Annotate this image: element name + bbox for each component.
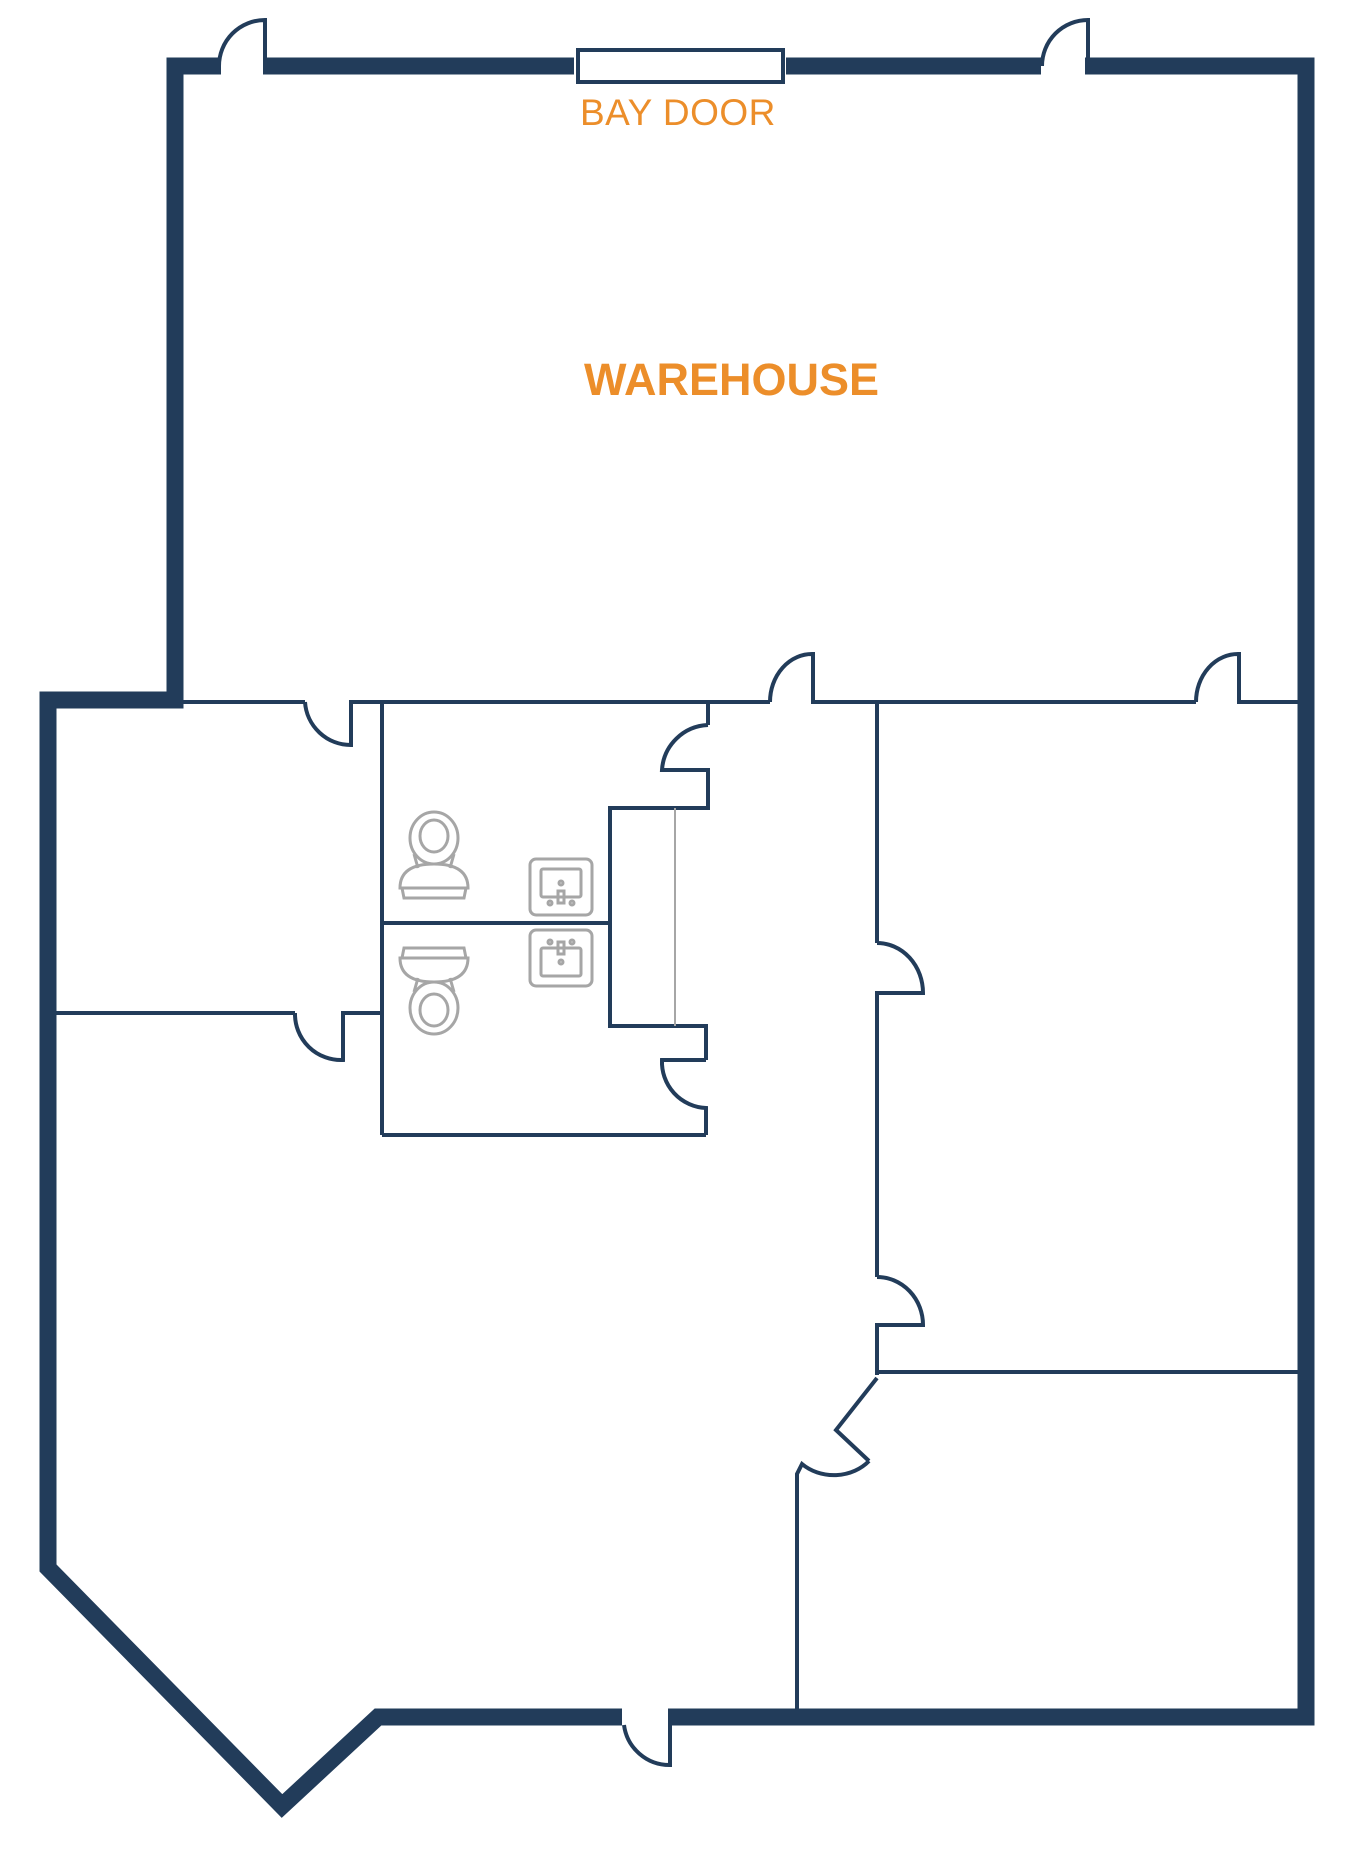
toilet-icon (398, 946, 470, 1036)
outer-walls (39, 57, 1315, 1818)
exterior-door-top-left (217, 17, 267, 67)
bay-door (576, 48, 785, 84)
toilet-icon (398, 810, 470, 900)
sink-icon (528, 857, 594, 917)
exterior-door-top-right (1040, 17, 1090, 67)
bay-door-label: BAY DOOR (580, 92, 776, 133)
warehouse-label: WAREHOUSE (584, 354, 880, 405)
sink-icon (528, 928, 594, 988)
exterior-door-bottom (622, 1724, 672, 1768)
interior-walls (56, 651, 1302, 1712)
